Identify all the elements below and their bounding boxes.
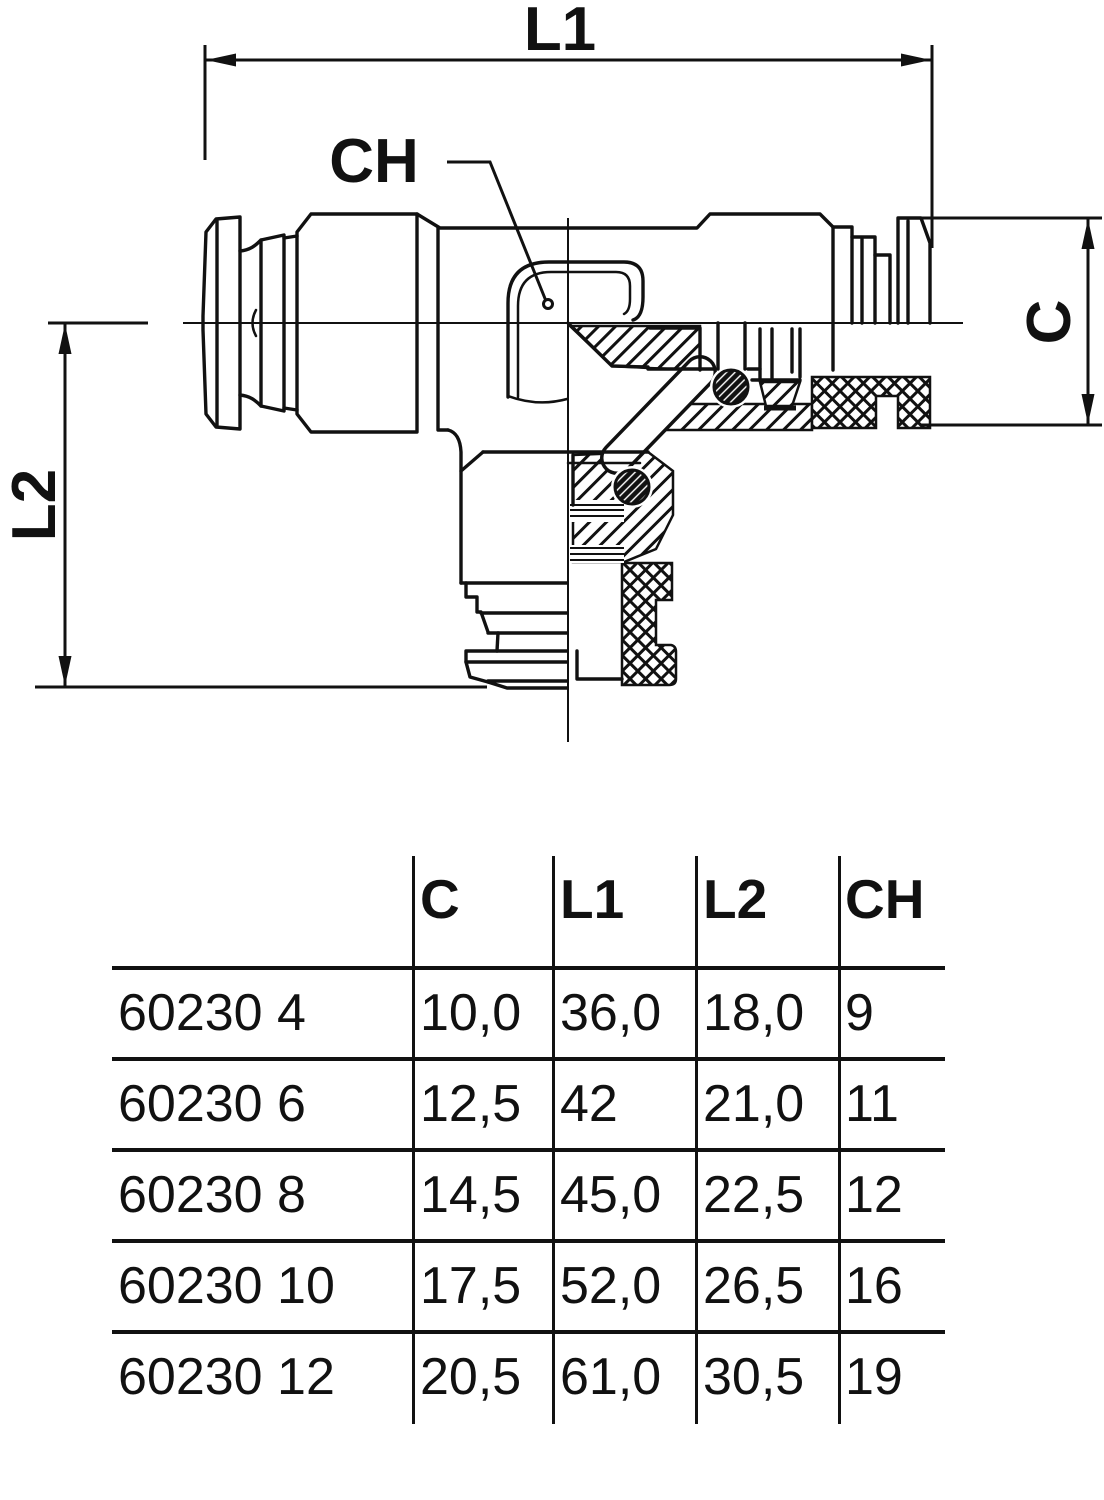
dimension-l2 <box>35 321 487 689</box>
value-l1: 45,0 <box>560 1166 662 1224</box>
part-number: 60230 6 <box>118 1075 306 1133</box>
value-c: 12,5 <box>420 1075 522 1133</box>
value-ch: 19 <box>845 1348 903 1406</box>
knurled-grip-branch <box>620 561 678 687</box>
table-vline <box>838 856 841 1424</box>
label-ch: CH <box>329 127 419 196</box>
arrowhead <box>58 656 72 686</box>
value-l2: 18,0 <box>703 984 805 1042</box>
table-vline <box>552 856 555 1424</box>
value-c: 14,5 <box>420 1166 522 1224</box>
value-ch: 12 <box>845 1166 903 1224</box>
value-l2: 21,0 <box>703 1075 805 1133</box>
value-l1: 42 <box>560 1075 618 1133</box>
part-number: 60230 4 <box>118 984 306 1042</box>
table-vline <box>695 856 698 1424</box>
arrowhead <box>206 53 236 67</box>
arrowhead <box>901 53 931 67</box>
fitting-outline <box>201 212 932 690</box>
col-header-ch: CH <box>845 868 925 930</box>
col-header-l1: L1 <box>560 868 625 930</box>
value-l2: 26,5 <box>703 1257 805 1315</box>
part-number: 60230 8 <box>118 1166 306 1224</box>
value-l1: 36,0 <box>560 984 662 1042</box>
col-header-c: C <box>420 868 460 930</box>
o-ring-branch <box>613 468 651 506</box>
part-number: 60230 12 <box>118 1348 335 1406</box>
table-hline <box>112 1239 945 1243</box>
knurled-grip-right <box>810 375 932 430</box>
arrowhead <box>58 324 72 354</box>
value-l2: 30,5 <box>703 1348 805 1406</box>
table-hline <box>112 966 945 970</box>
table-vline <box>412 856 415 1424</box>
label-l1: L1 <box>524 0 596 64</box>
label-c: C <box>1015 300 1084 345</box>
value-ch: 11 <box>845 1075 899 1133</box>
value-l2: 22,5 <box>703 1166 805 1224</box>
label-ch-leader <box>447 160 554 310</box>
value-c: 10,0 <box>420 984 522 1042</box>
value-ch: 9 <box>845 984 874 1042</box>
part-number: 60230 10 <box>118 1257 335 1315</box>
o-ring-side-port <box>712 368 750 406</box>
table-hline <box>112 1057 945 1061</box>
leader-dot <box>542 298 554 310</box>
thread-lines <box>570 405 796 561</box>
arrowhead <box>1081 394 1095 424</box>
table-hline <box>112 1330 945 1334</box>
arrowhead <box>1081 219 1095 249</box>
col-header-l2: L2 <box>703 868 768 930</box>
label-l2: L2 <box>0 469 69 541</box>
value-c: 20,5 <box>420 1348 522 1406</box>
value-ch: 16 <box>845 1257 903 1315</box>
dimension-c <box>920 216 1102 427</box>
value-c: 17,5 <box>420 1257 522 1315</box>
value-l1: 52,0 <box>560 1257 662 1315</box>
table-hline <box>112 1148 945 1152</box>
dimension-l1 <box>203 45 934 248</box>
value-l1: 61,0 <box>560 1348 662 1406</box>
o-ring-seals <box>613 368 750 506</box>
fitting-drawing: L1 L2 C CH <box>0 0 1102 742</box>
